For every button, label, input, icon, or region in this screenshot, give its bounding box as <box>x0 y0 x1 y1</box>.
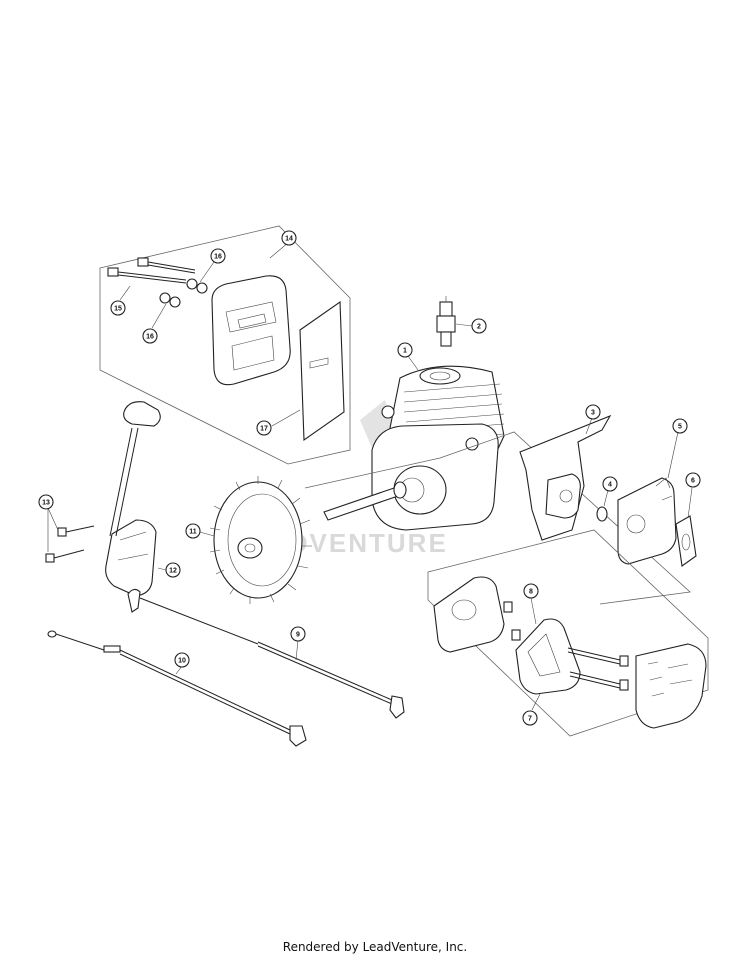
ignition-screws: 13 <box>38 494 95 563</box>
carburetor-group: 3 4 5 6 <box>304 404 701 605</box>
callout-12: 12 <box>169 568 177 575</box>
throttle-cable: 9 <box>127 588 405 719</box>
throttle-lever <box>109 401 161 537</box>
callout-1: 1 <box>403 348 407 355</box>
callout-4: 4 <box>608 482 612 489</box>
callout-3: 3 <box>591 410 595 417</box>
crankshaft <box>323 481 407 521</box>
callout-6: 6 <box>691 478 695 485</box>
callout-11: 11 <box>189 529 197 536</box>
footer-credit: Rendered by LeadVenture, Inc. <box>282 940 468 954</box>
group-outline-muffler <box>99 225 351 465</box>
muffler-assembly-group: 14 15 16 16 17 <box>99 225 351 465</box>
callout-13: 13 <box>42 500 50 507</box>
callout-9: 9 <box>296 632 300 639</box>
muffler-bolt <box>107 257 196 284</box>
spark-plug: 2 <box>436 296 487 347</box>
muffler-gasket <box>299 300 345 442</box>
flywheel: 11 <box>185 476 312 604</box>
group-outline-air-filter <box>427 529 709 737</box>
callout-2: 2 <box>477 324 481 331</box>
callout-14: 14 <box>285 236 293 243</box>
air-filter-group: 8 7 <box>427 529 709 737</box>
callout-8: 8 <box>529 589 533 596</box>
callout-10: 10 <box>178 658 186 665</box>
ignition-module: 12 <box>105 519 181 597</box>
stop-wire: 10 <box>47 630 307 747</box>
washer <box>159 278 208 308</box>
callout-17: 17 <box>260 426 268 433</box>
callout-16-top: 16 <box>214 254 222 261</box>
callout-16-bottom: 16 <box>146 334 154 341</box>
callout-7: 7 <box>528 716 532 723</box>
callout-5: 5 <box>678 424 682 431</box>
engine-cylinder: 1 <box>371 342 505 531</box>
group-outline-carb <box>304 431 691 605</box>
muffler-body <box>211 275 291 386</box>
callout-15: 15 <box>114 306 122 313</box>
